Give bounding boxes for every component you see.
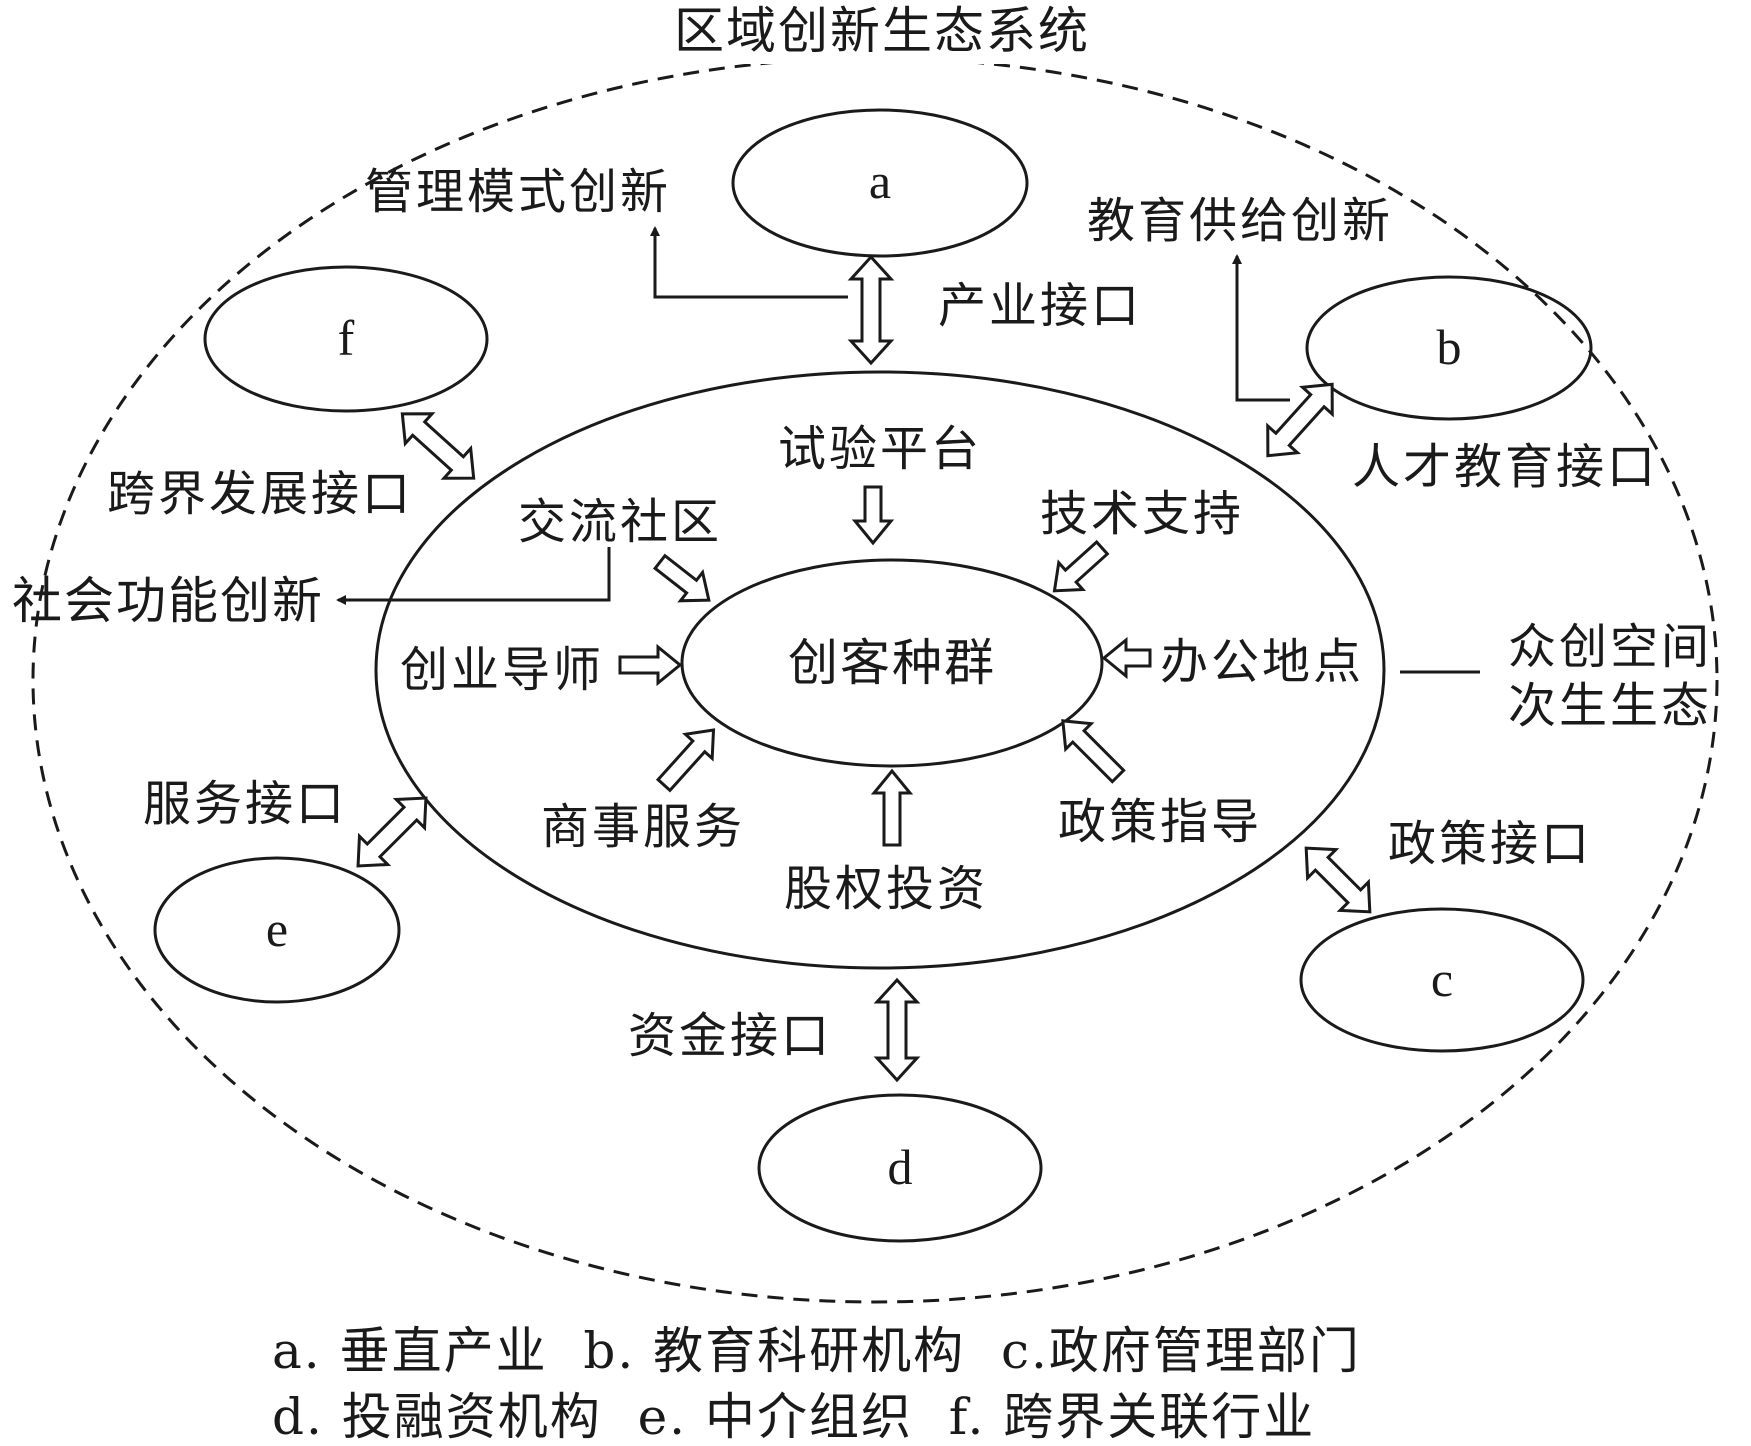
interface-arrow-capital xyxy=(873,977,921,1083)
arrow-business-service xyxy=(655,728,716,793)
label-mentor: 创业导师 xyxy=(400,642,604,698)
label-policy-guidance: 政策指导 xyxy=(1058,794,1262,850)
label-office: 办公地点 xyxy=(1160,634,1364,690)
node-a-label: a xyxy=(869,153,891,209)
node-b-label: b xyxy=(1437,319,1462,375)
label-service-interface: 服务接口 xyxy=(143,776,347,832)
interface-arrow-policy xyxy=(1304,846,1372,914)
title-background xyxy=(612,0,1152,64)
legend-line2: d. 投融资机构 e. 中介组织 f. 跨界关联行业 xyxy=(272,1388,1315,1446)
label-social-innovation: 社会功能创新 xyxy=(12,572,324,630)
interface-arrow-industry xyxy=(847,254,895,366)
core-ellipse xyxy=(680,558,1104,768)
label-tech-support: 技术支持 xyxy=(1040,486,1244,542)
label-policy-interface: 政策接口 xyxy=(1388,816,1592,872)
diagram-title: 区域创新生态系统 xyxy=(674,2,1090,60)
arrow-equity-investment xyxy=(870,768,914,847)
connector-education-innovation xyxy=(1232,254,1290,402)
arrow-community xyxy=(652,553,711,603)
arrow-office xyxy=(1101,636,1152,680)
interface-arrow-service xyxy=(356,796,428,868)
connector-social-innovation xyxy=(336,547,611,605)
node-c-label: c xyxy=(1431,951,1453,1007)
arrow-policy-guidance xyxy=(1061,719,1126,784)
label-subsystem-line1: 众创空间 xyxy=(1508,619,1712,675)
interface-arrow-crossborder xyxy=(400,412,476,480)
arrow-tech-support xyxy=(1052,539,1110,593)
label-talent-interface: 人才教育接口 xyxy=(1352,439,1658,495)
label-business-service: 商事服务 xyxy=(541,799,745,855)
core-label: 创客种群 xyxy=(788,634,996,692)
node-e-label: e xyxy=(266,901,288,957)
node-d-label: d xyxy=(888,1139,913,1195)
label-community: 交流社区 xyxy=(518,494,722,550)
node-f-label: f xyxy=(338,310,355,366)
label-management-innovation: 管理模式创新 xyxy=(365,164,671,220)
label-education-innovation: 教育供给创新 xyxy=(1087,193,1393,249)
label-capital-interface: 资金接口 xyxy=(628,1008,832,1064)
node-e: e xyxy=(153,856,401,1004)
label-test-platform: 试验平台 xyxy=(778,421,982,477)
makerspace-ellipse xyxy=(374,370,1386,970)
label-equity-investment: 股权投资 xyxy=(784,861,988,917)
legend-line1: a. 垂直产业 b. 教育科研机构 c.政府管理部门 xyxy=(272,1322,1361,1380)
arrow-test-platform xyxy=(851,485,895,546)
node-c: c xyxy=(1299,907,1585,1053)
node-f: f xyxy=(203,265,489,413)
interface-arrow-talent xyxy=(1266,382,1334,458)
label-crossborder-interface: 跨界发展接口 xyxy=(107,466,413,522)
arrow-mentor xyxy=(618,643,683,687)
connector-management-innovation xyxy=(650,226,848,299)
node-d: d xyxy=(757,1093,1043,1243)
label-subsystem-line2: 次生生态 xyxy=(1508,678,1712,734)
label-industry-interface: 产业接口 xyxy=(938,278,1142,334)
node-b: b xyxy=(1305,275,1593,421)
node-a: a xyxy=(731,108,1029,258)
